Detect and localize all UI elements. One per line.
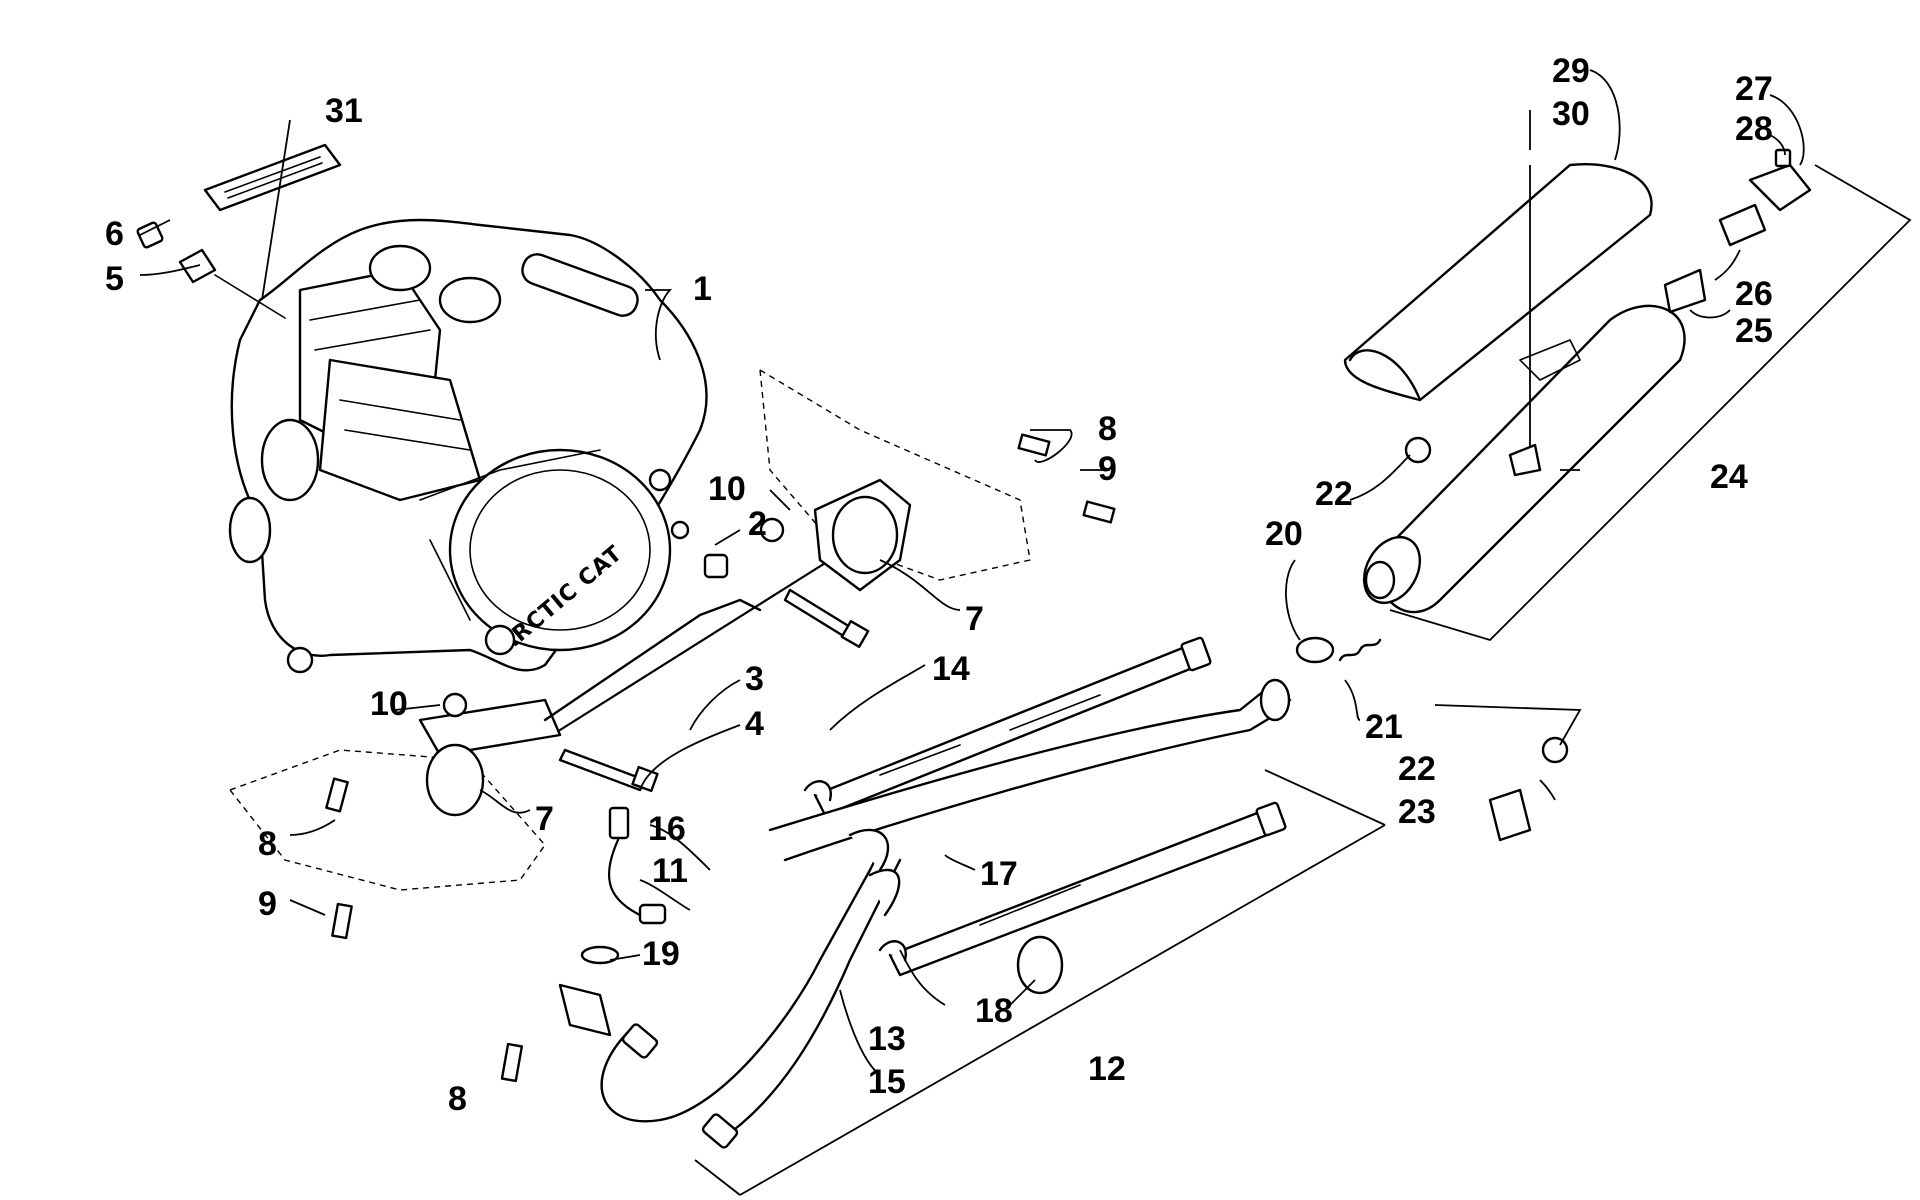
callout-25: 25	[1735, 312, 1773, 350]
callout-18: 18	[975, 992, 1013, 1030]
head-pipe	[600, 828, 902, 1149]
muffler-heat-shield	[1343, 163, 1653, 477]
engine-assembly: ARCTIC CAT	[228, 218, 708, 674]
callout-27: 27	[1735, 70, 1773, 108]
callout-22b: 22	[1398, 750, 1436, 788]
callout-11: 11	[652, 852, 688, 890]
callout-29: 29	[1552, 52, 1590, 90]
callout-13: 13	[868, 1020, 906, 1058]
callout-21: 21	[1365, 708, 1403, 746]
callout-15: 15	[868, 1063, 906, 1101]
callout-8b: 8	[258, 825, 277, 863]
callout-22a: 22	[1315, 475, 1353, 513]
leader-lines	[139, 69, 1805, 1076]
heat-shield-lower	[878, 801, 1287, 977]
gasket-20	[1295, 636, 1335, 664]
group-line-12	[694, 769, 1386, 1196]
mid-pipe	[768, 678, 1292, 862]
callout-28: 28	[1735, 110, 1773, 148]
callout-10a: 10	[708, 470, 746, 508]
callout-17: 17	[980, 855, 1018, 893]
callout-1: 1	[693, 270, 712, 308]
callout-4: 4	[745, 705, 764, 743]
callouts: 1 2 3 4 5 6 7 7 8 8 8 9 9 10 10 11 12 13…	[105, 52, 1773, 1118]
callout-16: 16	[648, 810, 686, 848]
callout-6: 6	[105, 215, 124, 253]
mount-bracket-23	[1404, 436, 1582, 842]
spacer-and-nut	[136, 221, 286, 319]
skid-plate-dashed	[228, 368, 1031, 891]
callout-2: 2	[748, 505, 767, 543]
callout-19: 19	[642, 935, 680, 973]
callout-10b: 10	[370, 685, 408, 723]
callout-7a: 7	[965, 600, 984, 638]
gasket-19	[558, 945, 620, 1037]
callout-3: 3	[745, 660, 764, 698]
callout-26: 26	[1735, 275, 1773, 313]
callout-30: 30	[1552, 95, 1590, 133]
callout-8a: 8	[1098, 410, 1117, 448]
callout-5: 5	[105, 260, 124, 298]
spring-21	[1338, 638, 1382, 662]
callout-23: 23	[1398, 793, 1436, 831]
callout-12: 12	[1088, 1050, 1126, 1088]
callout-9a: 9	[1098, 450, 1117, 488]
group-line-24	[1389, 164, 1912, 642]
callout-24: 24	[1710, 458, 1748, 496]
hose-clamp	[1016, 935, 1064, 995]
decal-label	[203, 119, 342, 301]
oxygen-sensor	[608, 806, 667, 925]
callout-31: 31	[325, 92, 363, 130]
tailpipe-parts	[1663, 148, 1812, 314]
callout-14: 14	[932, 650, 970, 688]
callout-8c: 8	[448, 1080, 467, 1118]
callout-9b: 9	[258, 885, 277, 923]
callout-20: 20	[1265, 515, 1303, 553]
callout-7b: 7	[535, 800, 554, 838]
heat-shield-front	[803, 636, 1212, 817]
